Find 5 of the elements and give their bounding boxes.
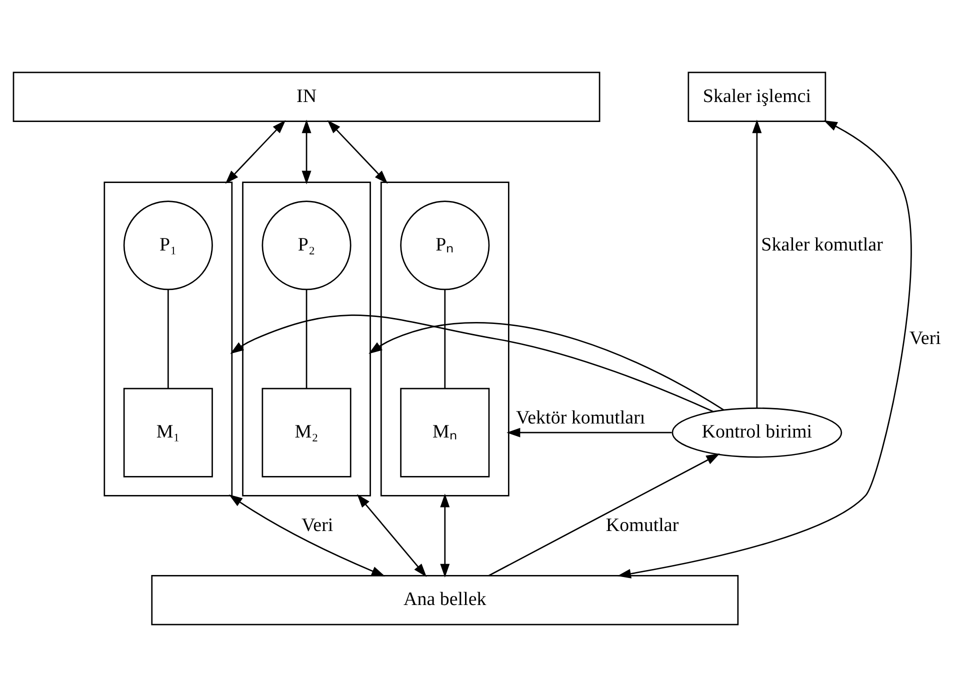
edge-label: Veri: [909, 328, 941, 350]
edge-label: Komutlar: [606, 515, 679, 536]
edge-label: Skaler komutlar: [761, 234, 883, 256]
edge-label: Vektör komutları: [516, 407, 646, 428]
edge-label: Veri: [302, 515, 334, 536]
